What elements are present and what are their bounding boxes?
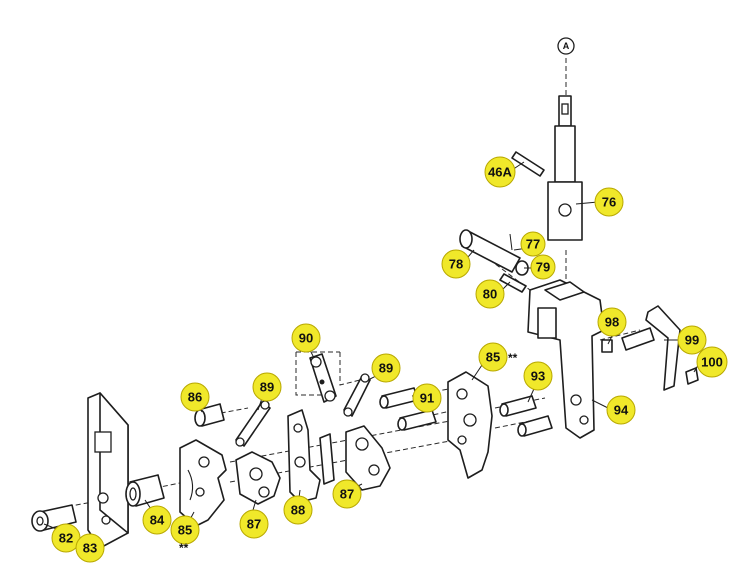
callout-85-upper: 85 xyxy=(478,342,508,372)
callout-83: 83 xyxy=(75,533,105,563)
callout-78: 78 xyxy=(441,249,471,279)
callout-99-label: 99 xyxy=(685,333,699,348)
callout-89-left: 89 xyxy=(252,372,282,402)
roller-86 xyxy=(194,403,225,427)
callout-87-left-label: 87 xyxy=(247,517,261,532)
callout-90-label: 90 xyxy=(299,331,313,346)
callout-46a: 46A xyxy=(484,156,516,188)
callout-89-left-label: 89 xyxy=(260,380,274,395)
callout-79-label: 79 xyxy=(536,260,550,275)
callout-89-right-label: 89 xyxy=(379,361,393,376)
callout-87-right-label: 87 xyxy=(340,487,354,502)
callout-78-label: 78 xyxy=(449,257,463,272)
shaft-78 xyxy=(459,229,521,273)
callout-91: 91 xyxy=(412,383,442,413)
callout-91-label: 91 xyxy=(420,391,434,406)
callout-76-label: 76 xyxy=(602,195,616,210)
plate-87-left xyxy=(235,451,281,505)
callout-98-label: 98 xyxy=(605,315,619,330)
callout-87-right: 87 xyxy=(332,479,362,509)
callout-80-label: 80 xyxy=(483,287,497,302)
reference-marker-a: A xyxy=(557,37,575,55)
callout-99: 99 xyxy=(677,325,707,355)
bracket-99 xyxy=(621,305,681,391)
callout-85-upper-label: 85 xyxy=(486,350,500,365)
pin-77 xyxy=(509,233,513,251)
pins-93 xyxy=(499,395,553,437)
plate-85-upper xyxy=(447,371,493,479)
plate-83 xyxy=(87,392,129,549)
pin-46a xyxy=(511,151,545,177)
link-89-right xyxy=(343,373,371,417)
callout-46a-label: 46A xyxy=(488,165,512,180)
callout-80: 80 xyxy=(475,279,505,309)
plate-85-lower xyxy=(179,439,227,527)
callout-87-left: 87 xyxy=(239,509,269,539)
callout-90: 90 xyxy=(291,323,321,353)
callout-77-label: 77 xyxy=(526,237,540,252)
callout-93: 93 xyxy=(523,361,553,391)
screw-100 xyxy=(685,367,699,385)
callout-85-lower: 85 xyxy=(170,515,200,545)
callout-82-label: 82 xyxy=(59,531,73,546)
callout-94: 94 xyxy=(606,395,636,425)
callout-100: 100 xyxy=(696,346,728,378)
callout-76: 76 xyxy=(594,187,624,217)
callout-82: 82 xyxy=(51,523,81,553)
shaft-76 xyxy=(547,95,583,241)
plate-87-right xyxy=(345,425,391,491)
callout-83-label: 83 xyxy=(83,541,97,556)
callout-84: 84 xyxy=(142,505,172,535)
callouts: 82 83 84 85 85 86 87 87 88 89 89 90 91 9… xyxy=(51,156,728,563)
callout-77: 77 xyxy=(520,231,546,257)
callout-100-label: 100 xyxy=(701,355,723,370)
reference-marker-label: A xyxy=(563,41,570,51)
plate-88 xyxy=(287,409,335,503)
callout-79: 79 xyxy=(530,254,556,280)
callout-84-label: 84 xyxy=(150,513,165,528)
double-star-note-lower: ** xyxy=(179,541,189,555)
link-90 xyxy=(309,353,337,403)
callout-89-right: 89 xyxy=(371,353,401,383)
callout-93-label: 93 xyxy=(531,369,545,384)
callout-98: 98 xyxy=(597,307,627,337)
pin-80 xyxy=(499,273,527,293)
bushing-84 xyxy=(125,474,165,507)
callout-94-label: 94 xyxy=(614,403,629,418)
spring-98 xyxy=(601,339,613,353)
housing-94 xyxy=(527,279,605,439)
callout-88-label: 88 xyxy=(291,503,305,518)
callout-88: 88 xyxy=(283,495,313,525)
callout-85-lower-label: 85 xyxy=(178,523,192,538)
callout-86: 86 xyxy=(180,382,210,412)
double-star-note-upper: ** xyxy=(508,351,518,365)
link-89-left xyxy=(235,400,271,447)
callout-86-label: 86 xyxy=(188,390,202,405)
